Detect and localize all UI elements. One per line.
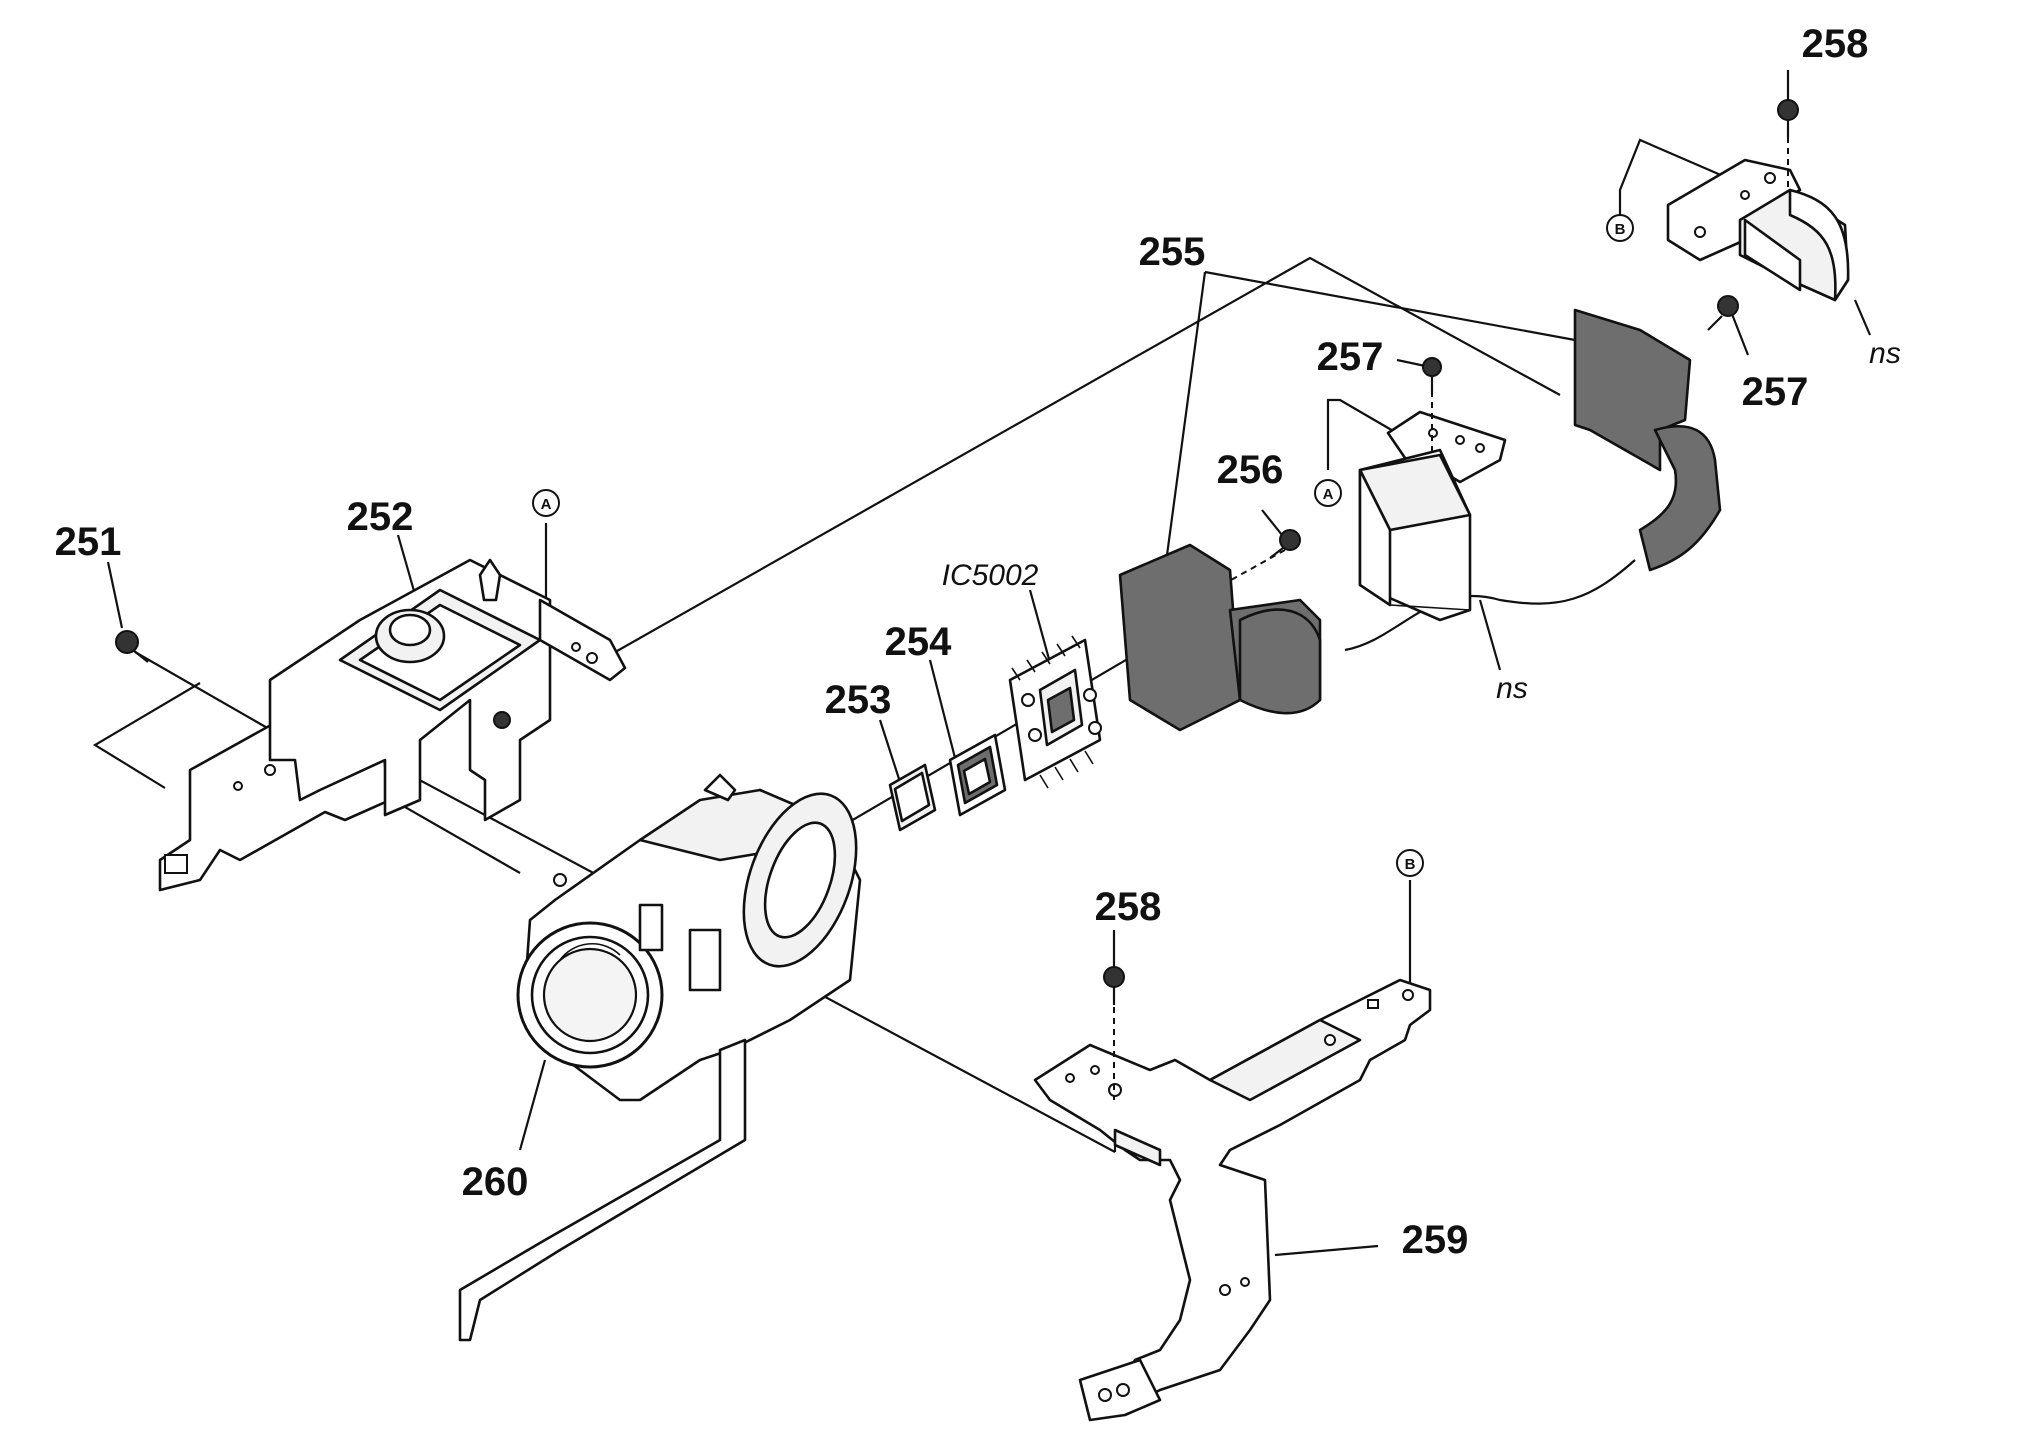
part-255-ccd-board-rear — [1573, 308, 1722, 572]
marker-a-left-text: A — [541, 496, 552, 513]
label-252: 252 — [347, 495, 414, 539]
label-254: 254 — [885, 620, 952, 664]
part-252-shutter-unit — [268, 558, 627, 822]
label-256: 256 — [1217, 448, 1284, 492]
label-251: 251 — [55, 520, 122, 564]
marker-a-right-text: A — [1323, 486, 1334, 503]
part-257-screw-right — [1707, 295, 1739, 331]
part-255-ccd-board-front — [1118, 543, 1322, 732]
ns-bracket-middle — [1358, 380, 1507, 622]
label-260: 260 — [462, 1160, 529, 1204]
callout-labels: 251 252 253 254 255 256 257 257 258 258 … — [55, 22, 1901, 1262]
part-257-screw-middle — [1422, 357, 1442, 392]
part-253-filter — [888, 763, 937, 832]
label-ic5002: IC5002 — [942, 559, 1039, 592]
ns-bracket-top — [1666, 115, 1850, 302]
label-259: 259 — [1402, 1218, 1469, 1262]
ic5002-ccd — [1008, 635, 1102, 789]
label-257-right: 257 — [1742, 370, 1809, 414]
marker-b-top-text: B — [1615, 221, 1626, 238]
label-255: 255 — [1139, 230, 1206, 274]
label-253: 253 — [825, 678, 892, 722]
part-254-seal — [948, 733, 1007, 817]
marker-b-bottom-text: B — [1405, 856, 1416, 873]
marker-a-left: A — [532, 489, 560, 517]
part-259-bracket — [1033, 978, 1432, 1422]
part-256-screw — [1269, 529, 1301, 559]
part-260-lens-block — [458, 773, 862, 1342]
label-258-top: 258 — [1802, 22, 1869, 66]
part-258-screw-top — [1777, 99, 1799, 138]
part-258-screw-bottom — [1103, 966, 1125, 1005]
part-251-screw — [115, 630, 149, 663]
label-ns-top: ns — [1869, 337, 1901, 370]
marker-b-bottom: B — [1396, 849, 1424, 877]
label-258-bottom: 258 — [1095, 885, 1162, 929]
label-257-top: 257 — [1317, 335, 1384, 379]
marker-a-right: A — [1314, 479, 1342, 507]
label-ns-middle: ns — [1496, 672, 1528, 705]
marker-b-top: B — [1606, 214, 1634, 242]
